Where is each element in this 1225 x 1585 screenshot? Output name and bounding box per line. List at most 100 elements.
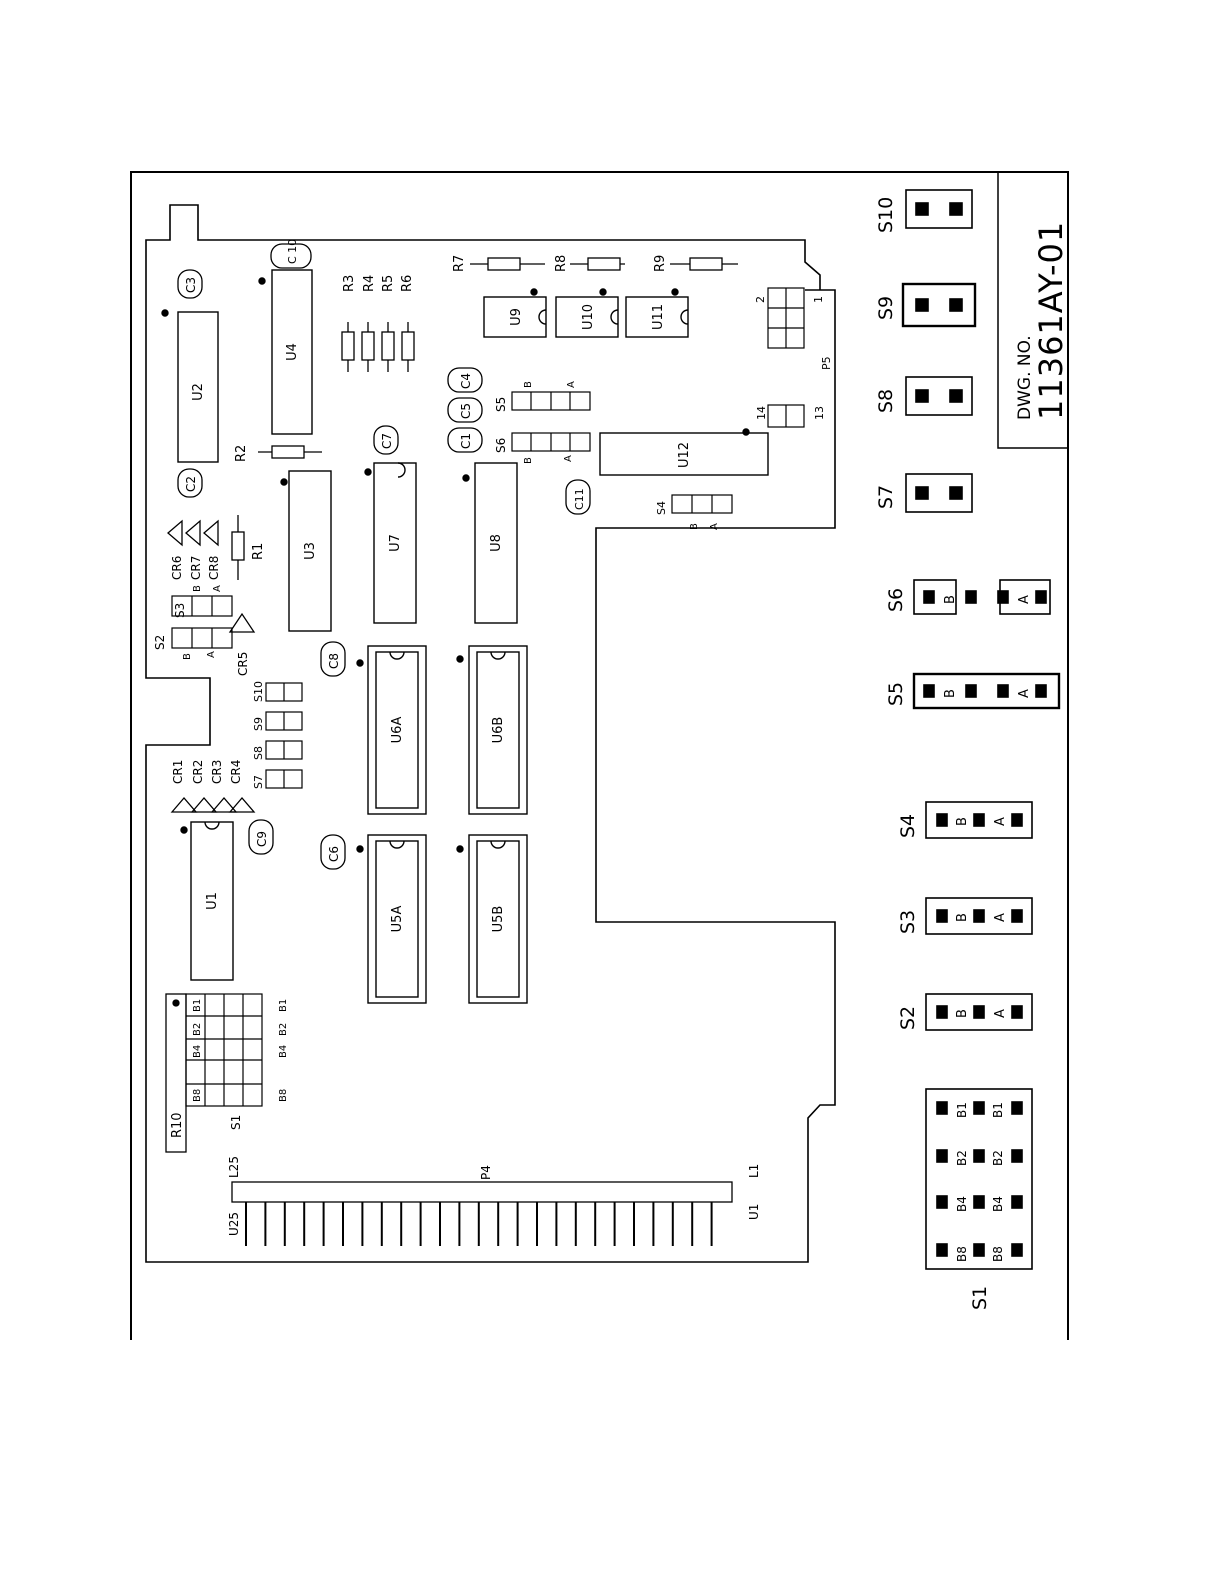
board-jumper-s6: S6 B A: [494, 432, 591, 464]
svg-text:C7: C7: [380, 433, 394, 449]
svg-text:S10: S10: [252, 681, 265, 702]
svg-text:S9: S9: [252, 717, 265, 731]
ic-u6a: U6A: [356, 645, 427, 815]
detail-s7: S7: [875, 473, 973, 513]
capacitor-c3: C3: [177, 269, 203, 299]
svg-text:B: B: [955, 817, 970, 826]
ic-u10: U10: [555, 288, 619, 338]
resistor-r9: R9: [653, 255, 738, 272]
ic-u12: U12: [599, 428, 769, 476]
svg-text:CR2: CR2: [191, 760, 205, 784]
svg-text:C6: C6: [327, 846, 341, 862]
detail-s4: B A S4: [897, 801, 1033, 839]
diode-cr1: CR1: [170, 760, 198, 813]
svg-text:B: B: [943, 595, 958, 604]
svg-text:A: A: [993, 817, 1008, 826]
svg-text:C5: C5: [459, 403, 473, 419]
board-switch-s1: S1 B1 B2 B4 B8 B1 B2 B4 B8: [185, 993, 289, 1130]
detail-s3: B A S3: [897, 897, 1033, 935]
svg-text:B: B: [192, 585, 203, 592]
board-jumper-s5: S5 B A: [494, 381, 591, 412]
diode-cr6: CR6: [167, 519, 184, 580]
ic-u3: U3: [280, 470, 332, 632]
edge-connector-p4: P4 L25 U25 L1 U1: [227, 1156, 761, 1246]
header-p5: P5 2 1: [754, 287, 833, 370]
resistors: R7 R8 R9 R2 R1 R3: [165, 255, 738, 1153]
svg-text:S2: S2: [153, 635, 167, 650]
svg-text:R2: R2: [234, 445, 249, 462]
svg-text:U7: U7: [388, 534, 403, 552]
dip-pad: [973, 1101, 985, 1115]
detail-s2: B A S2: [897, 993, 1033, 1031]
resistor-r3: R3: [341, 275, 357, 372]
svg-text:S1: S1: [229, 1115, 243, 1130]
svg-text:A: A: [1017, 595, 1032, 604]
dip-pad: [973, 1195, 985, 1209]
board-jumper-s10: S10: [252, 681, 303, 702]
title-block: DWG. NO. 11361AY-01: [997, 172, 1070, 449]
svg-text:U25: U25: [227, 1212, 241, 1236]
svg-text:S6: S6: [885, 588, 907, 612]
svg-text:B2: B2: [955, 1150, 969, 1166]
resistor-r2: R2: [234, 445, 322, 462]
board-jumpers: S3 B A S2 B A S10 S9 S8 S7: [153, 287, 833, 1130]
detail-s6: B A S6: [885, 579, 1051, 615]
svg-text:B: B: [523, 457, 534, 464]
svg-text:B4: B4: [955, 1196, 969, 1212]
board-jumper-s7: S7: [252, 769, 303, 789]
svg-text:A: A: [1017, 689, 1032, 698]
dip-pad: [1011, 1243, 1023, 1257]
diode-cr4: CR4: [228, 760, 256, 813]
board-outline: [145, 204, 836, 1263]
svg-text:U11: U11: [651, 304, 666, 330]
svg-text:U2: U2: [191, 383, 206, 401]
svg-text:CR6: CR6: [170, 556, 184, 580]
svg-text:C3: C3: [184, 277, 198, 293]
diode-cr7: CR7: [185, 519, 203, 580]
svg-text:U6B: U6B: [491, 717, 506, 744]
svg-text:A: A: [206, 651, 217, 658]
dip-pad: [936, 1243, 948, 1257]
svg-text:S3: S3: [173, 603, 187, 618]
dip-pad: [936, 1101, 948, 1115]
svg-text:P4: P4: [479, 1165, 493, 1180]
svg-text:S2: S2: [897, 1006, 919, 1030]
svg-text:B4: B4: [991, 1196, 1005, 1212]
capacitor-c4: C4: [447, 367, 483, 393]
svg-text:B8: B8: [278, 1089, 289, 1102]
dip-pad: [1011, 1101, 1023, 1115]
svg-text:CR3: CR3: [210, 760, 224, 784]
svg-text:U12: U12: [677, 442, 692, 468]
detail-s5: B A S5: [885, 672, 1061, 710]
dip-pad: [936, 1195, 948, 1209]
drawing-frame: [130, 171, 1069, 1340]
svg-text:R9: R9: [653, 255, 668, 272]
ic-u8: U8: [462, 462, 518, 624]
svg-text:B8: B8: [991, 1246, 1005, 1262]
svg-text:CR1: CR1: [171, 760, 185, 784]
ic-packages: U2 U4 U3 U7 U8: [161, 269, 769, 1004]
resistor-r6: R6: [400, 275, 415, 372]
svg-text:C2: C2: [184, 476, 198, 492]
svg-text:B: B: [523, 381, 534, 388]
svg-text:U1: U1: [747, 1204, 761, 1220]
svg-text:CR7: CR7: [189, 556, 203, 580]
svg-text:P5: P5: [820, 356, 833, 370]
svg-text:S5: S5: [885, 682, 907, 706]
capacitor-c2: C2: [177, 468, 203, 498]
svg-text:B: B: [955, 913, 970, 922]
svg-text:S9: S9: [875, 296, 897, 320]
capacitor-c9: C9: [248, 819, 274, 855]
svg-text:S4: S4: [897, 814, 919, 838]
board-jumper-s4: S4 B A: [655, 494, 733, 530]
board-jumper-s9: S9: [252, 711, 303, 731]
capacitor-c7: C7: [373, 425, 399, 455]
svg-text:S8: S8: [252, 746, 265, 760]
resistor-r5: R5: [381, 275, 396, 372]
board-jumper-s8: S8: [252, 740, 303, 760]
svg-text:U6A: U6A: [390, 717, 405, 744]
svg-text:U10: U10: [581, 304, 596, 330]
svg-text:S4: S4: [655, 501, 668, 515]
svg-text:S6: S6: [494, 438, 508, 453]
